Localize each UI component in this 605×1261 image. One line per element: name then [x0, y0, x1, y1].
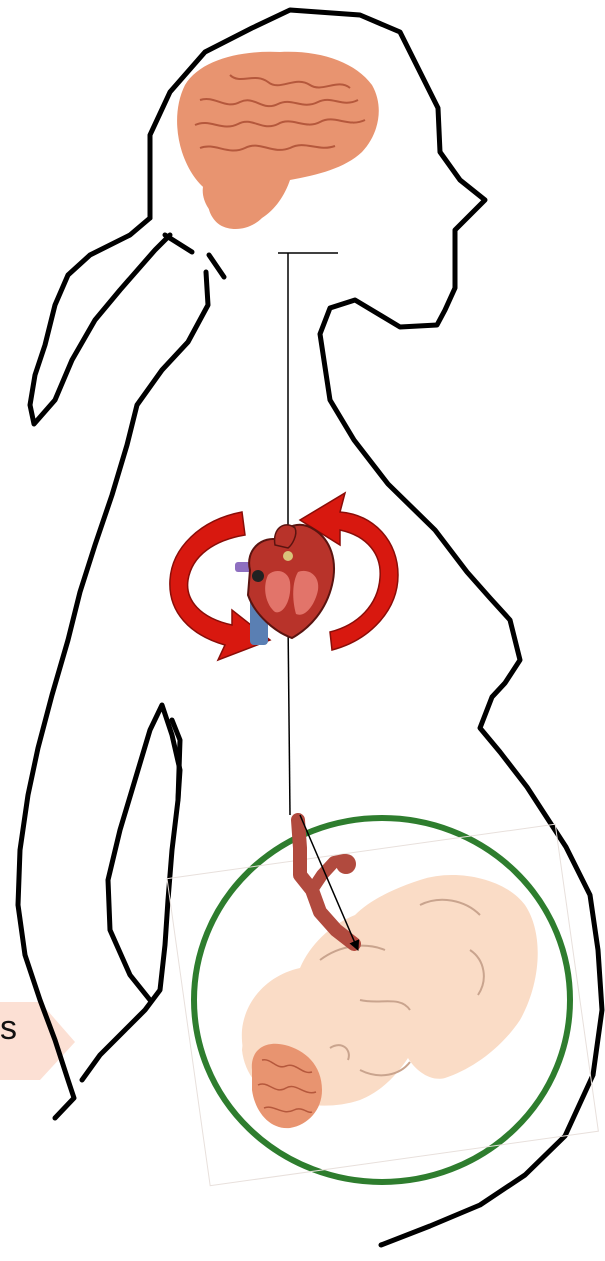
heart-dot-2 [283, 551, 293, 561]
brain-icon [177, 52, 379, 229]
vertical-line-lower [288, 620, 290, 815]
back-line [18, 272, 208, 1118]
ponytail-tie [209, 255, 224, 277]
ponytail-inner [165, 235, 192, 252]
ponytail [30, 218, 170, 424]
arm [82, 705, 180, 1080]
heart-group [170, 493, 398, 660]
fetus-group [167, 818, 598, 1186]
callout-label: s [0, 1008, 30, 1048]
heart-dot [252, 570, 264, 582]
artery-bulb [336, 854, 356, 874]
